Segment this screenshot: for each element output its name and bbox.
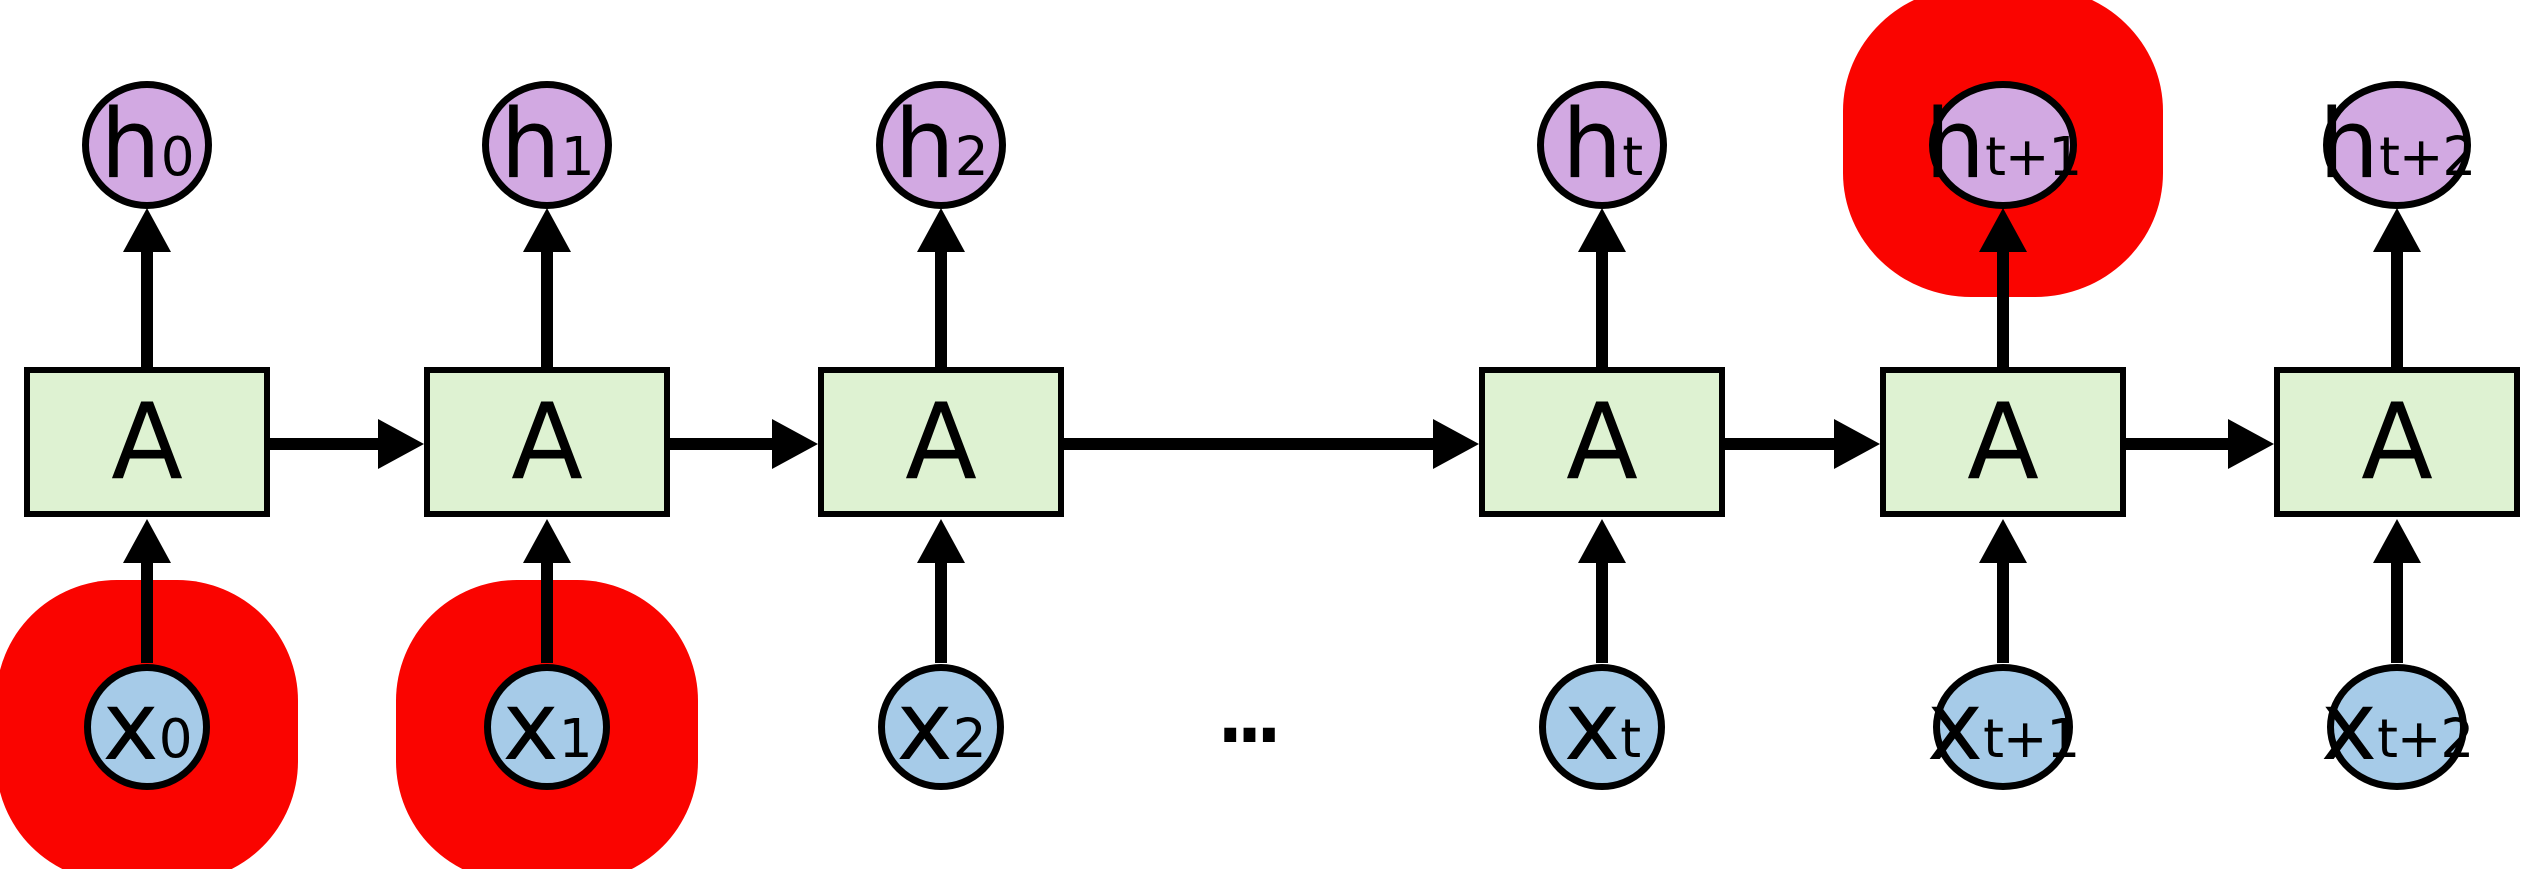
arrow-shaft-x-to-a-t+2 [2391,561,2403,663]
ellipsis-dots: ... [1212,636,1287,770]
h-label: h [1561,89,1623,200]
x-label: x [896,671,953,782]
x-label: x [1563,671,1621,782]
arrow-head-a-to-h-t+2 [2373,208,2421,252]
x-label: x [502,671,559,782]
arrow-shaft-a-to-h-1 [541,250,553,369]
h-subscript: t+2 [2379,126,2476,189]
arrow-shaft-x-to-a-0 [141,561,153,663]
arrow-head-x-to-a-0 [123,519,171,563]
arrow-shaft-cell-1-to-2 [670,438,776,450]
arrow-shaft-a-to-h-2 [935,250,947,369]
cell-label: A [111,380,183,503]
h-subscript: 2 [954,126,989,189]
x-subscript: t+2 [2377,708,2474,771]
arrow-head-x-to-a-t+1 [1979,519,2027,563]
arrow-head-cell-3-to-4 [1834,419,1880,469]
arrow-head-x-to-a-t+2 [2373,519,2421,563]
arrow-shaft-x-to-a-t [1596,561,1608,663]
arrow-shaft-cell-0-to-1 [270,438,382,450]
cell-label: A [1967,380,2039,503]
arrow-head-a-to-h-t [1578,208,1626,252]
arrow-shaft-a-to-h-t [1596,250,1608,369]
x-subscript: 2 [952,708,987,771]
arrow-shaft-cell-4-to-5 [2126,438,2232,450]
rnn-cell-4: A [1880,367,2126,517]
arrow-shaft-cell-3-to-4 [1725,438,1838,450]
arrow-head-cell-4-to-5 [2228,419,2274,469]
rnn-cell-1: A [424,367,670,517]
h-label: h [2318,89,2380,200]
x-subscript: 1 [558,708,593,771]
cell-label: A [511,380,583,503]
cell-label: A [2361,380,2433,503]
x-subscript: 0 [158,708,193,771]
arrow-head-a-to-h-0 [123,208,171,252]
arrow-head-a-to-h-t+1 [1979,208,2027,252]
h-label: h [100,89,161,200]
arrow-shaft-a-to-h-0 [141,250,153,369]
arrow-shaft-x-to-a-1 [541,561,553,663]
arrow-head-a-to-h-2 [917,208,965,252]
h-subscript: 1 [560,126,595,189]
cell-label: A [905,380,977,503]
arrow-head-cell-1-to-2 [772,419,818,469]
x-label: x [1926,671,1984,782]
arrow-head-x-to-a-2 [917,519,965,563]
arrow-shaft-a-to-h-t+1 [1997,250,2009,369]
arrow-head-cell-2-to-3 [1433,419,1479,469]
cell-label: A [1566,380,1638,503]
arrow-head-a-to-h-1 [523,208,571,252]
arrow-shaft-cell-2-to-3 [1064,438,1437,450]
x-label: x [102,671,159,782]
x-subscript: t [1620,708,1641,771]
arrow-shaft-x-to-a-2 [935,561,947,663]
arrow-head-x-to-a-t [1578,519,1626,563]
rnn-cell-5: A [2274,367,2520,517]
h-label: h [894,89,955,200]
h-label: h [1924,89,1986,200]
rnn-cell-3: A [1479,367,1725,517]
h-label: h [500,89,561,200]
h-subscript: t [1622,126,1643,189]
h-subscript: t+1 [1985,126,2082,189]
rnn-cell-0: A [24,367,270,517]
h-subscript: 0 [160,126,195,189]
arrow-head-cell-0-to-1 [378,419,424,469]
x-subscript: t+1 [1983,708,2080,771]
rnn-cell-2: A [818,367,1064,517]
arrow-shaft-a-to-h-t+2 [2391,250,2403,369]
arrow-shaft-x-to-a-t+1 [1997,561,2009,663]
arrow-head-x-to-a-1 [523,519,571,563]
x-label: x [2320,671,2378,782]
